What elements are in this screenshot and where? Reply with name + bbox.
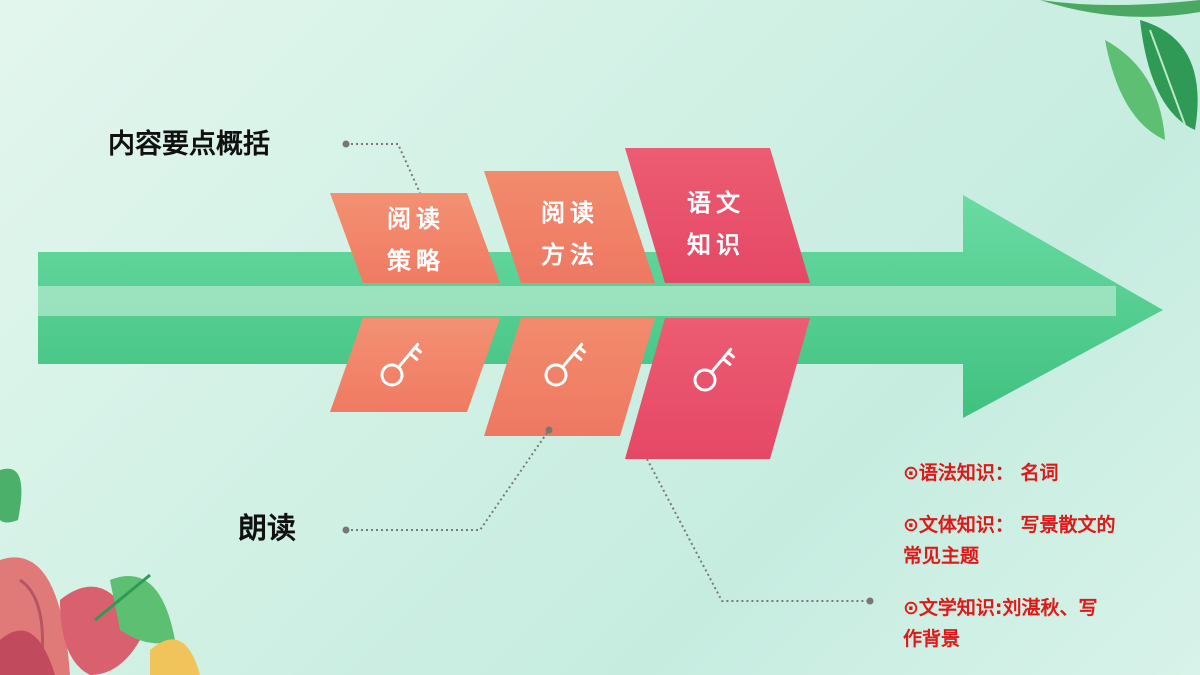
- key-icon: [380, 342, 423, 387]
- card-chinese-knowledge-bottom: [625, 318, 810, 459]
- card-text-reading-method: 阅读 方法: [522, 192, 618, 276]
- note-text: 文体知识： 写景散文的: [918, 514, 1116, 536]
- timeline-arrow-highlight: [38, 286, 1116, 316]
- card-reading-strategy-bottom: [330, 318, 500, 412]
- note-text: 常见主题: [903, 545, 980, 567]
- key-icon: [544, 342, 587, 387]
- note-text: 作背景: [903, 628, 961, 650]
- note-grammar: ⊙语法知识： 名词: [903, 458, 1059, 489]
- connector-knowledge: [646, 458, 870, 602]
- card-reading-method-top: [484, 171, 655, 283]
- card-line: 阅读: [541, 199, 599, 227]
- connector-summary: [346, 143, 421, 194]
- connector-dot: [545, 426, 553, 434]
- card-text-chinese-knowledge: 语文 知识: [668, 182, 764, 266]
- card-line: 阅读: [387, 205, 445, 233]
- card-chinese-knowledge-top: [625, 148, 810, 283]
- card-line: 方法: [541, 241, 599, 269]
- card-line: 知识: [687, 231, 745, 259]
- note-text: 语法知识： 名词: [918, 462, 1059, 484]
- card-reading-strategy-top: [330, 193, 500, 283]
- note-genre: ⊙文体知识： 写景散文的 常见主题: [903, 510, 1116, 572]
- card-reading-method-bottom: [484, 318, 655, 436]
- note-text: 文学知识:刘湛秋、写: [918, 597, 1098, 619]
- connector-reading: [346, 429, 550, 531]
- note-literature: ⊙文学知识:刘湛秋、写 作背景: [903, 593, 1098, 655]
- label-summary: 内容要点概括: [108, 129, 270, 160]
- bullet-icon: ⊙: [903, 462, 919, 484]
- bullet-icon: ⊙: [903, 597, 919, 619]
- key-icon: [693, 347, 736, 392]
- connector-dot: [342, 140, 350, 148]
- connector-dot: [342, 526, 350, 534]
- bullet-icon: ⊙: [903, 514, 919, 536]
- card-line: 策略: [387, 247, 445, 275]
- card-line: 语文: [687, 189, 745, 217]
- card-text-reading-strategy: 阅读 策略: [368, 198, 464, 282]
- leaf-decoration-top-right: [1040, 0, 1200, 140]
- label-reading: 朗读: [238, 511, 297, 545]
- plant-decoration-bottom-left: [0, 468, 200, 675]
- connector-dot: [866, 597, 874, 605]
